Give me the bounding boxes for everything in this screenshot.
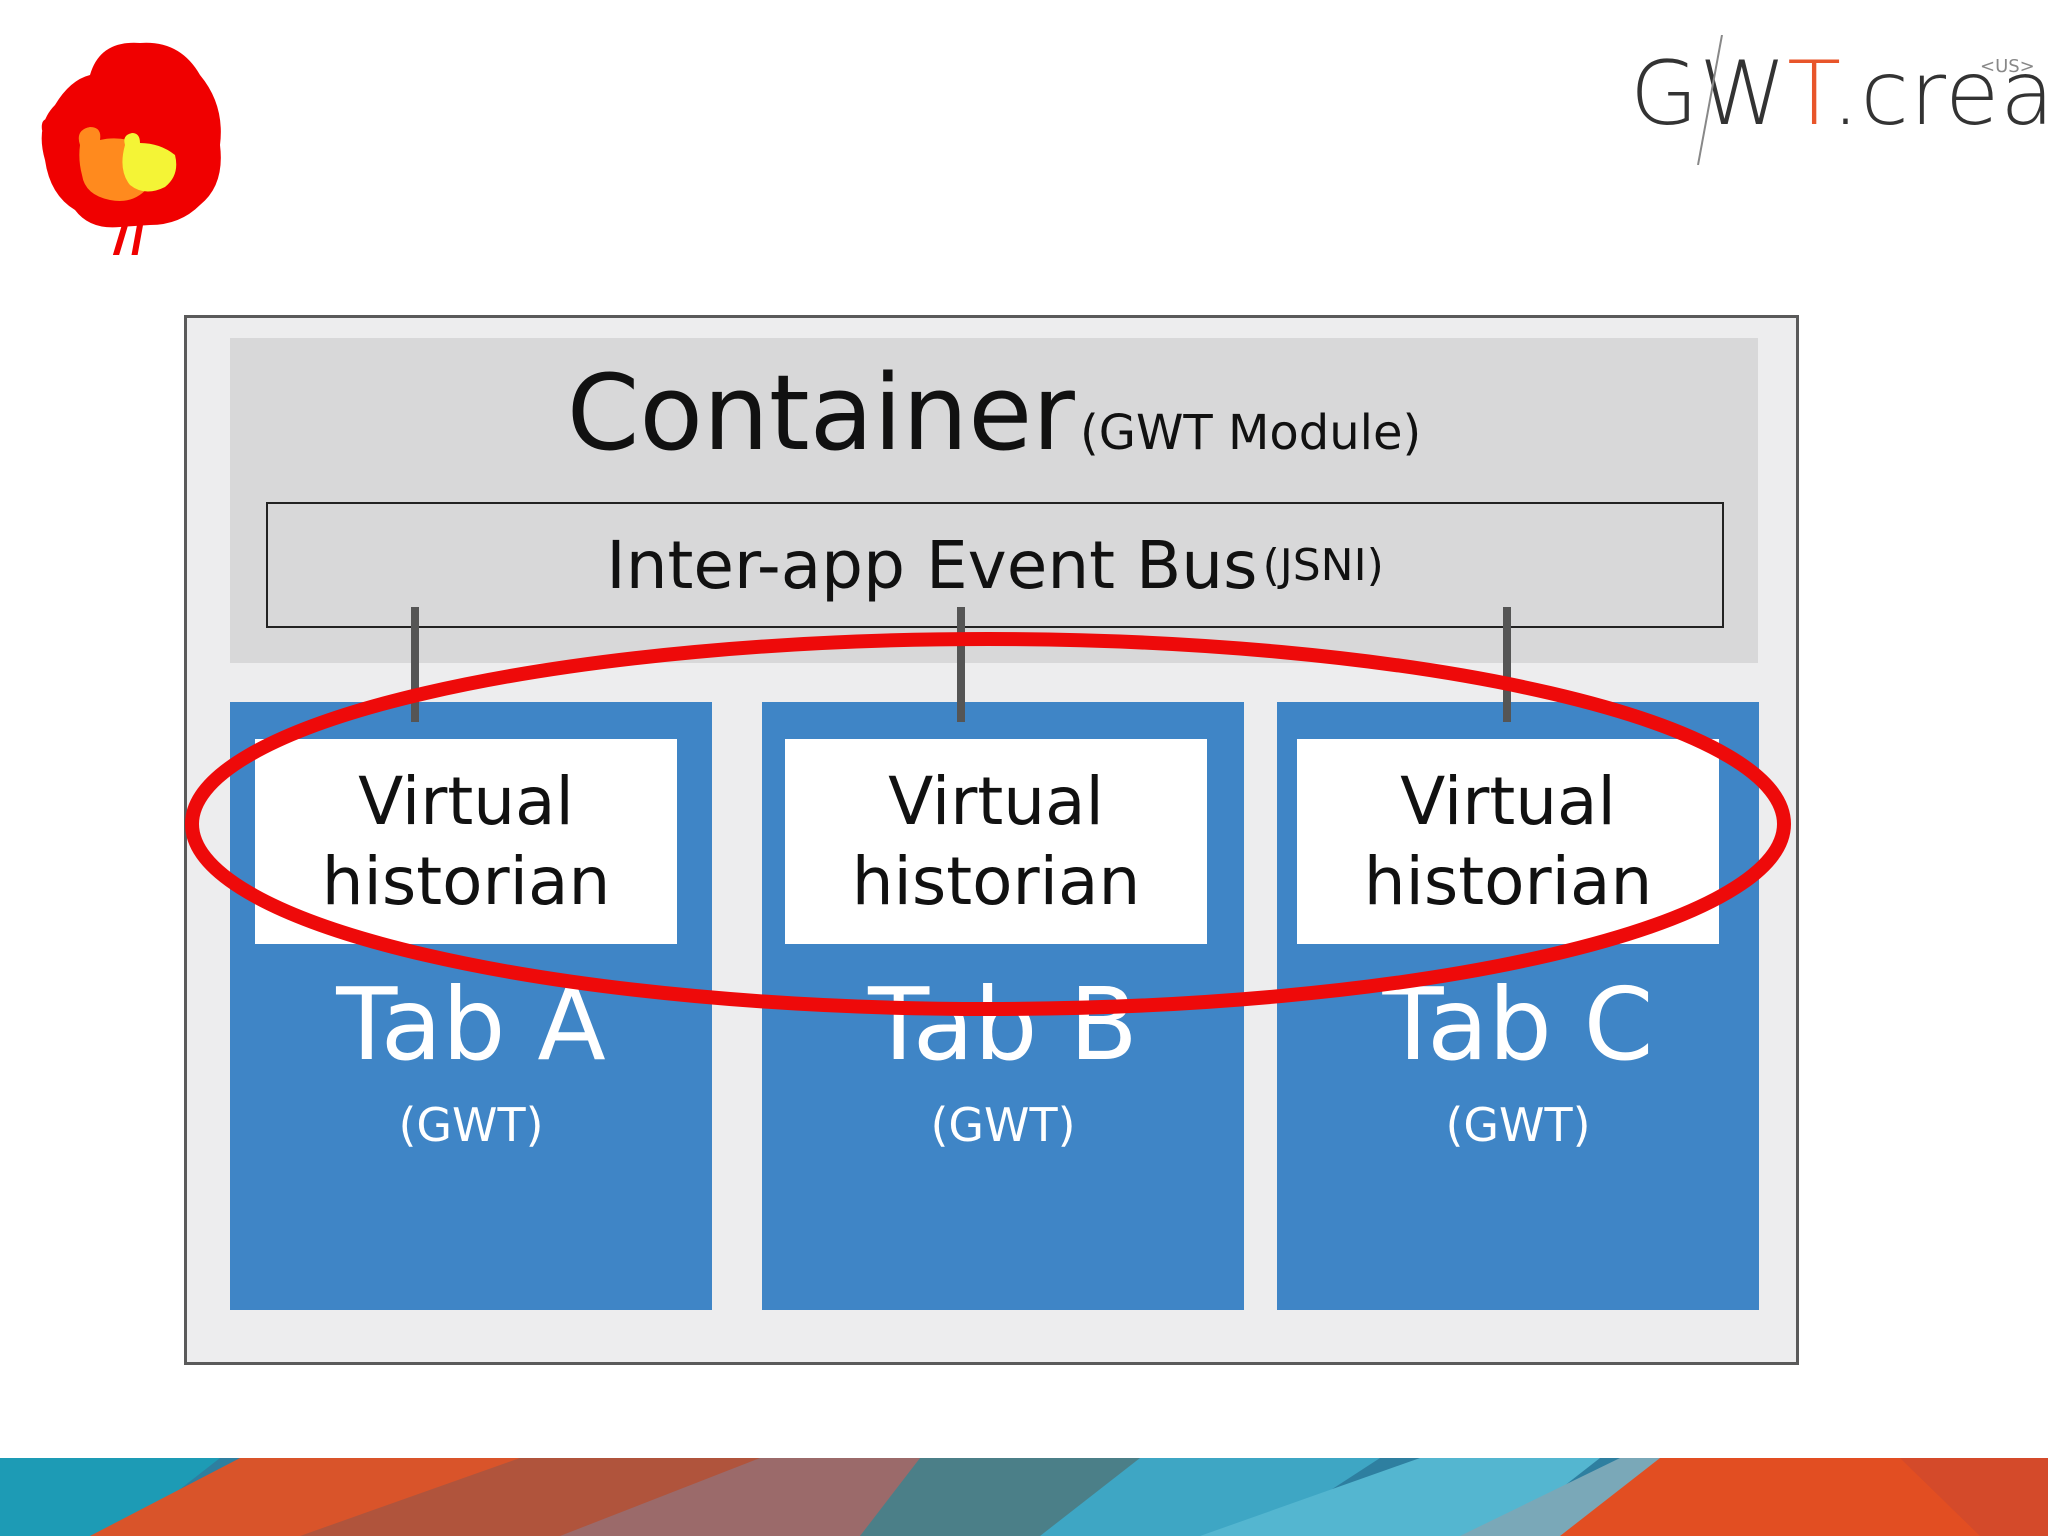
turkey-logo [41, 42, 221, 255]
tab-c-sub: (GWT) [1445, 1098, 1591, 1152]
gwt-create-logo: GWT.create <US> [1630, 35, 2048, 165]
tab-b-name: Tab B [868, 966, 1138, 1083]
tab-a-name: Tab A [336, 966, 606, 1083]
virtual-historian-c: Virtual historian [1297, 739, 1719, 944]
brand-wordmark: GWT.create [1630, 50, 2048, 138]
virtual-historian-a: Virtual historian [255, 739, 677, 944]
container-title: Container (GWT Module) [230, 352, 1758, 474]
connector-c [1503, 607, 1511, 722]
event-bus-subtitle: (JSNI) [1262, 539, 1384, 591]
container-title-main: Container [566, 352, 1075, 474]
brand-t: T [1787, 42, 1832, 145]
tab-a-sub: (GWT) [398, 1098, 544, 1152]
virtual-historian-a-line2: historian [321, 842, 611, 920]
brand-slash-mark [1697, 35, 1723, 165]
connector-b [957, 607, 965, 722]
brand-tag: <US> [1980, 56, 2035, 77]
event-bus-title: Inter-app Event Bus [606, 526, 1258, 604]
tab-c-name: Tab C [1382, 966, 1654, 1083]
brand-rest: .create [1831, 42, 2048, 145]
event-bus-box: Inter-app Event Bus (JSNI) [266, 502, 1724, 628]
connector-a [411, 607, 419, 722]
virtual-historian-c-line2: historian [1363, 842, 1653, 920]
virtual-historian-b: Virtual historian [785, 739, 1207, 944]
brand-gw: GW [1630, 42, 1788, 145]
container-title-sub: (GWT Module) [1080, 405, 1422, 461]
virtual-historian-b-line1: Virtual [888, 762, 1104, 840]
virtual-historian-c-line1: Virtual [1400, 762, 1616, 840]
tab-b-sub: (GWT) [930, 1098, 1076, 1152]
virtual-historian-b-line2: historian [851, 842, 1141, 920]
footer-decorative-band [0, 1458, 2048, 1536]
virtual-historian-a-line1: Virtual [358, 762, 574, 840]
